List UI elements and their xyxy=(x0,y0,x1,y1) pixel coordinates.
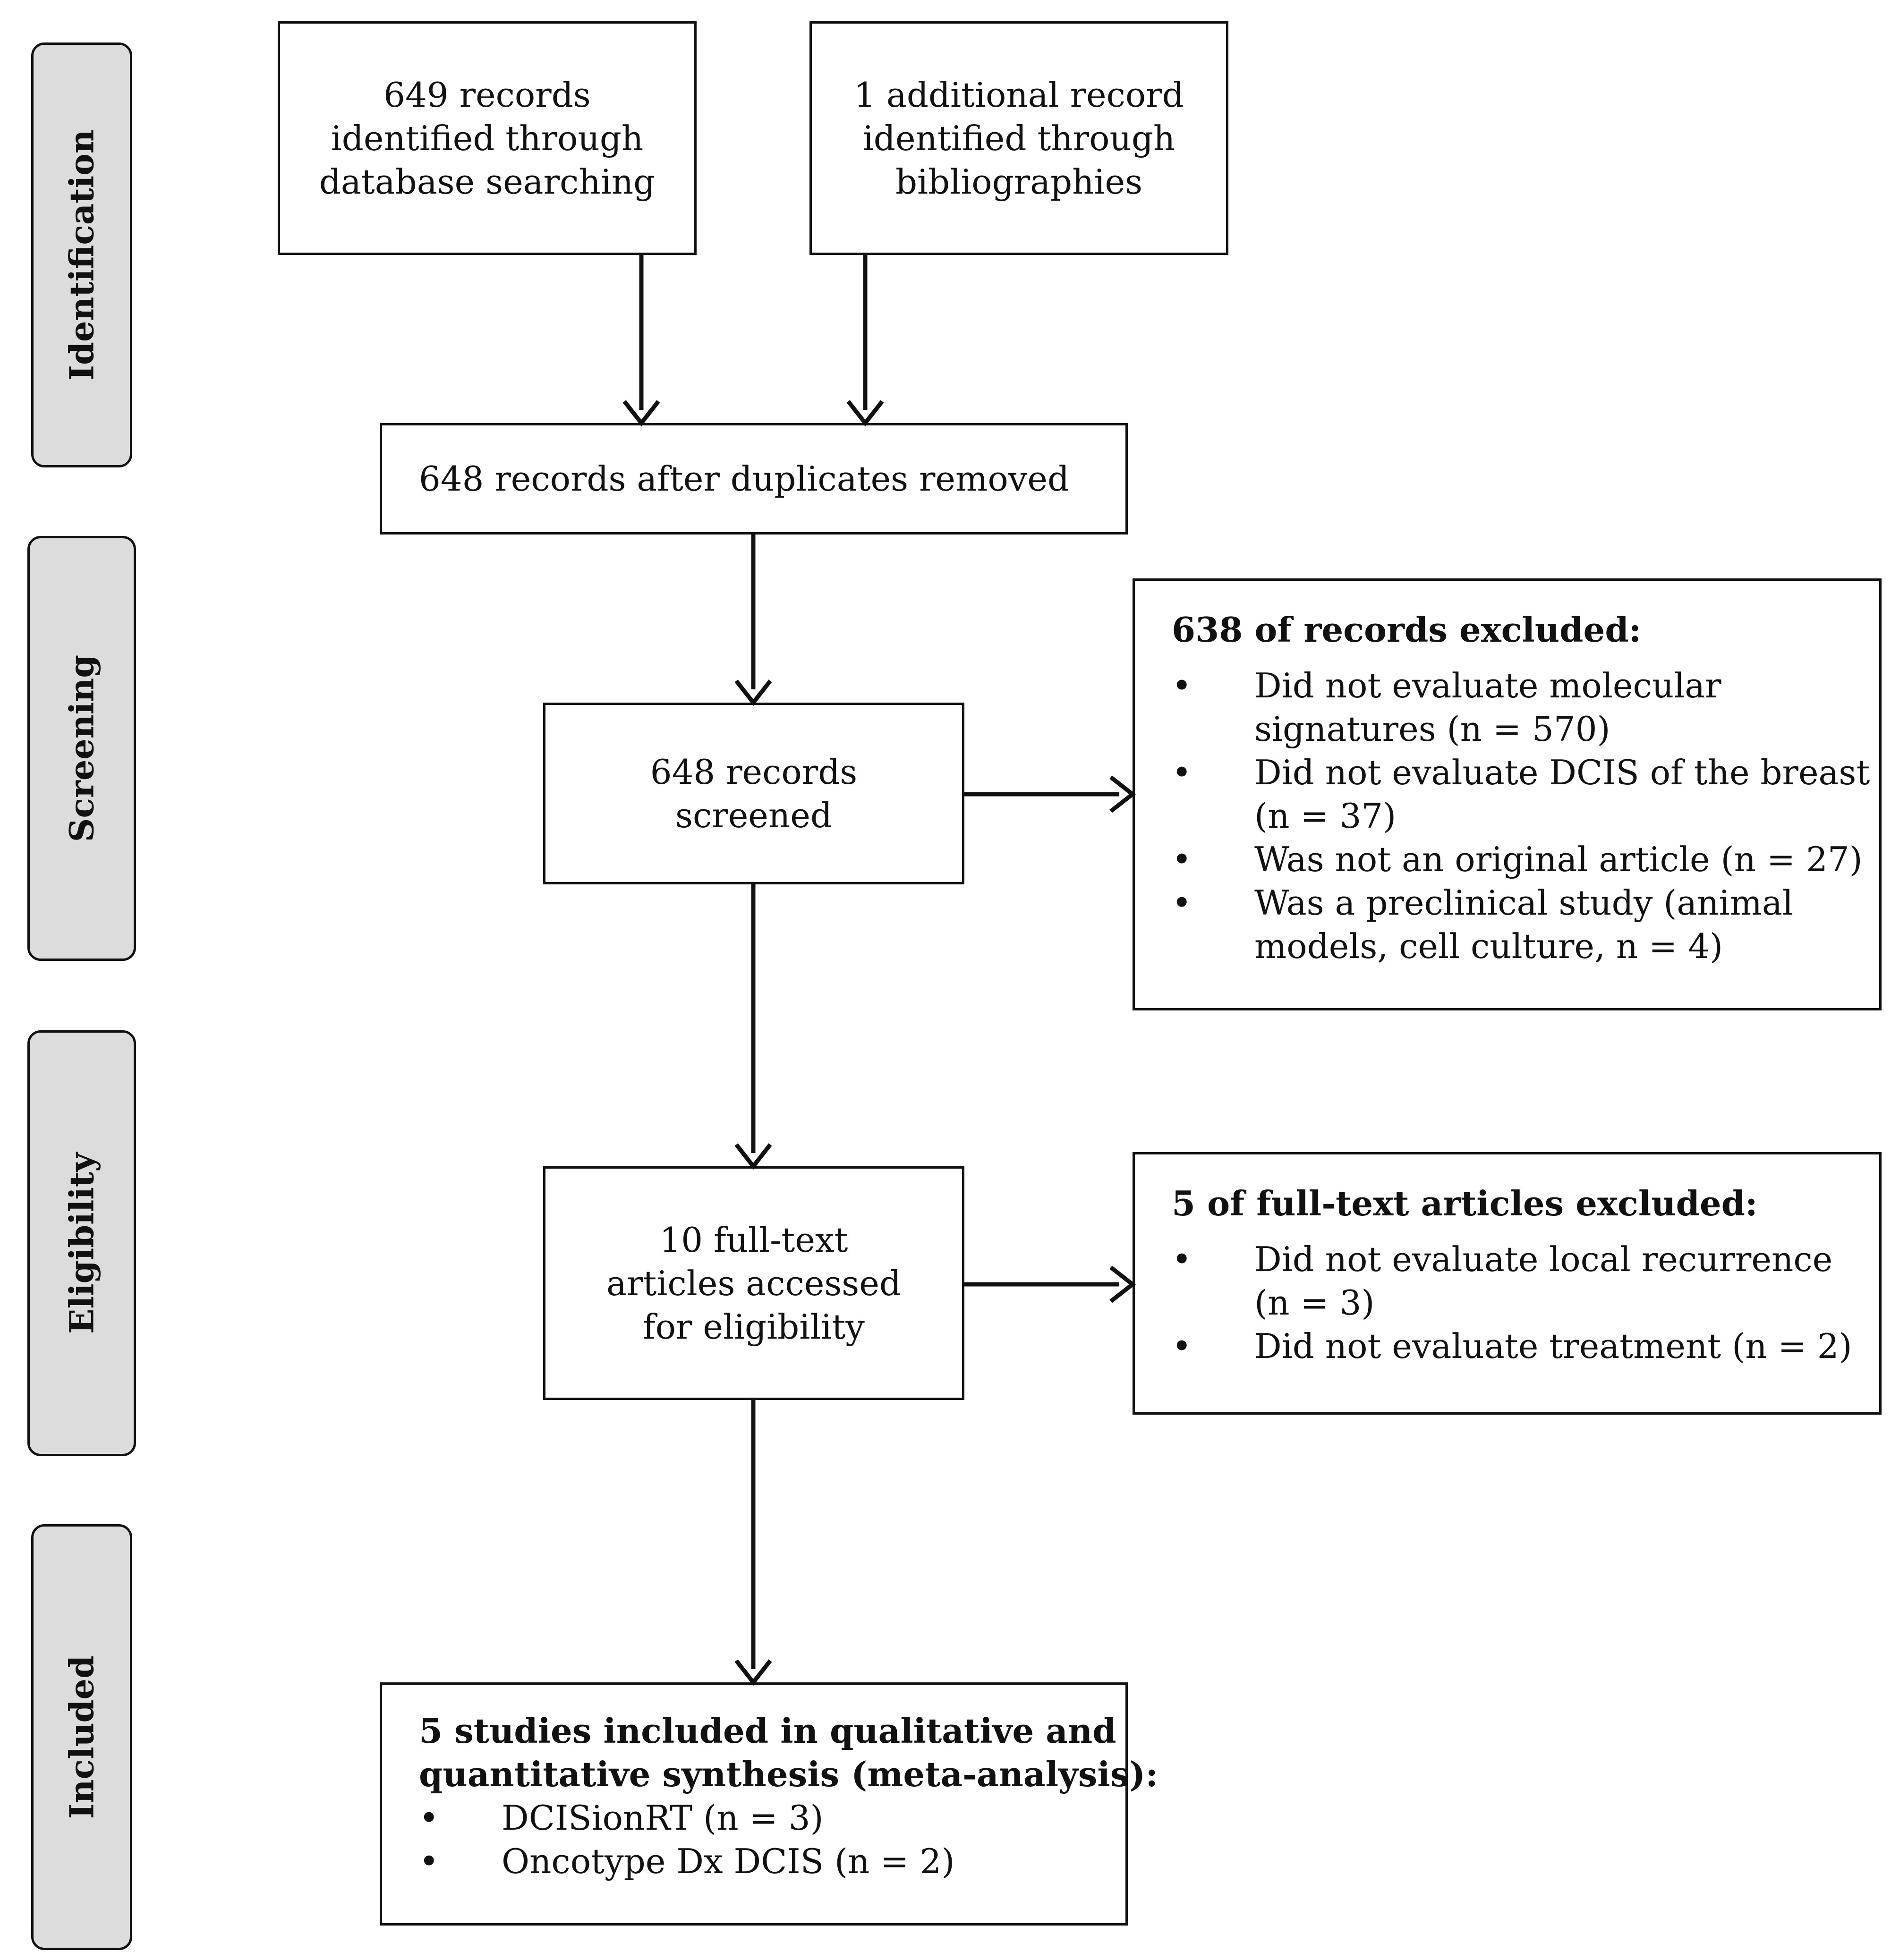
list-item: • Did not evaluate molecular signatures … xyxy=(1172,664,1879,751)
eligibility-excluded-box: 5 of full-text articles excluded: • Did … xyxy=(1133,1152,1882,1415)
stage-screening-label: Screening xyxy=(62,654,102,842)
included-box: 5 studies included in qualitative and qu… xyxy=(380,1682,1158,1926)
arrow-database-to-duplicates-head xyxy=(622,400,660,427)
list-item: • Did not evaluate local recurrence (n =… xyxy=(1172,1238,1879,1324)
stage-included: Included xyxy=(31,1524,132,1950)
arrow-screened-to-excluded-head xyxy=(1109,775,1136,813)
arrow-duplicates-to-screened-head xyxy=(734,679,772,706)
stage-screening: Screening xyxy=(27,536,136,961)
additional-records-line-2: identified through xyxy=(862,118,1175,158)
list-item: • Did not evaluate treatment (n = 2) xyxy=(1172,1324,1879,1368)
list-item-text: Oncotype Dx DCIS (n = 2) xyxy=(502,1841,955,1881)
included-heading-line-1: 5 studies included in qualitative and xyxy=(419,1711,1116,1751)
list-item-text: (n = 3) xyxy=(1254,1283,1375,1323)
eligibility-excluded-heading: 5 of full-text articles excluded: xyxy=(1172,1183,1758,1223)
list-item: • Oncotype Dx DCIS (n = 2) xyxy=(419,1840,1125,1883)
bullet-icon: • xyxy=(1172,666,1192,705)
list-item-text: Was a preclinical study (animal xyxy=(1254,883,1793,923)
database-records-line-3: database searching xyxy=(319,161,656,202)
list-item: • Was a preclinical study (animal models… xyxy=(1172,881,1879,968)
bullet-icon: • xyxy=(1172,883,1192,923)
full-text-line-3: for eligibility xyxy=(643,1307,865,1347)
screening-excluded-heading: 638 of records excluded: xyxy=(1172,610,1642,650)
bullet-icon: • xyxy=(1172,753,1192,792)
list-item-text: Did not evaluate molecular xyxy=(1254,666,1721,705)
list-item-text: Did not evaluate DCIS of the breast xyxy=(1254,753,1870,792)
database-records-line-1: 649 records xyxy=(383,75,591,115)
list-item: • Did not evaluate DCIS of the breast (n… xyxy=(1172,751,1879,838)
list-item-text: signatures (n = 570) xyxy=(1254,709,1610,749)
bullet-icon: • xyxy=(1172,1326,1192,1366)
full-text-line-1: 10 full-text xyxy=(659,1220,848,1260)
stage-included-label: Included xyxy=(62,1655,102,1819)
stage-eligibility-label: Eligibility xyxy=(62,1153,102,1334)
stage-eligibility: Eligibility xyxy=(27,1030,136,1456)
list-item: • Was not an original article (n = 27) xyxy=(1172,838,1879,881)
after-duplicates-box: 648 records after duplicates removed xyxy=(380,423,1128,535)
stage-identification: Identification xyxy=(31,42,132,467)
screened-line-1: 648 records xyxy=(650,752,858,792)
list-item: • DCISionRT (n = 3) xyxy=(419,1796,1125,1840)
arrow-full-text-to-included-head xyxy=(734,1659,772,1686)
bullet-icon: • xyxy=(1172,840,1192,879)
bullet-icon: • xyxy=(1172,1239,1192,1279)
list-item-text: Was not an original article (n = 27) xyxy=(1254,840,1863,879)
bullet-icon: • xyxy=(419,1798,439,1838)
list-item-text: models, cell culture, n = 4) xyxy=(1254,926,1723,966)
list-item-text: DCISionRT (n = 3) xyxy=(502,1798,824,1838)
database-records-box: 649 records identified through database … xyxy=(278,21,697,255)
list-item-text: (n = 37) xyxy=(1254,796,1397,836)
arrow-screened-to-full-text-head xyxy=(734,1143,772,1170)
database-records-line-2: identified through xyxy=(331,118,644,158)
additional-records-box: 1 additional record identified through b… xyxy=(809,21,1228,255)
additional-records-line-3: bibliographies xyxy=(895,161,1143,202)
screened-box: 648 records screened xyxy=(543,703,964,884)
arrow-additional-to-duplicates-head xyxy=(846,400,884,427)
list-item-text: Did not evaluate treatment (n = 2) xyxy=(1254,1326,1852,1366)
included-heading-line-2: quantitative synthesis (meta-analysis): xyxy=(419,1754,1158,1794)
screened-line-2: screened xyxy=(675,795,832,835)
stage-identification-label: Identification xyxy=(62,129,102,381)
screening-excluded-box: 638 of records excluded: • Did not evalu… xyxy=(1133,578,1882,1010)
full-text-line-2: articles accessed xyxy=(606,1263,901,1303)
full-text-box: 10 full-text articles accessed for eligi… xyxy=(543,1166,964,1400)
bullet-icon: • xyxy=(419,1841,439,1881)
additional-records-line-1: 1 additional record xyxy=(854,75,1184,115)
arrow-full-text-to-excluded-head xyxy=(1109,1265,1136,1303)
list-item-text: Did not evaluate local recurrence xyxy=(1254,1239,1833,1279)
after-duplicates-text: 648 records after duplicates removed xyxy=(419,459,1070,499)
